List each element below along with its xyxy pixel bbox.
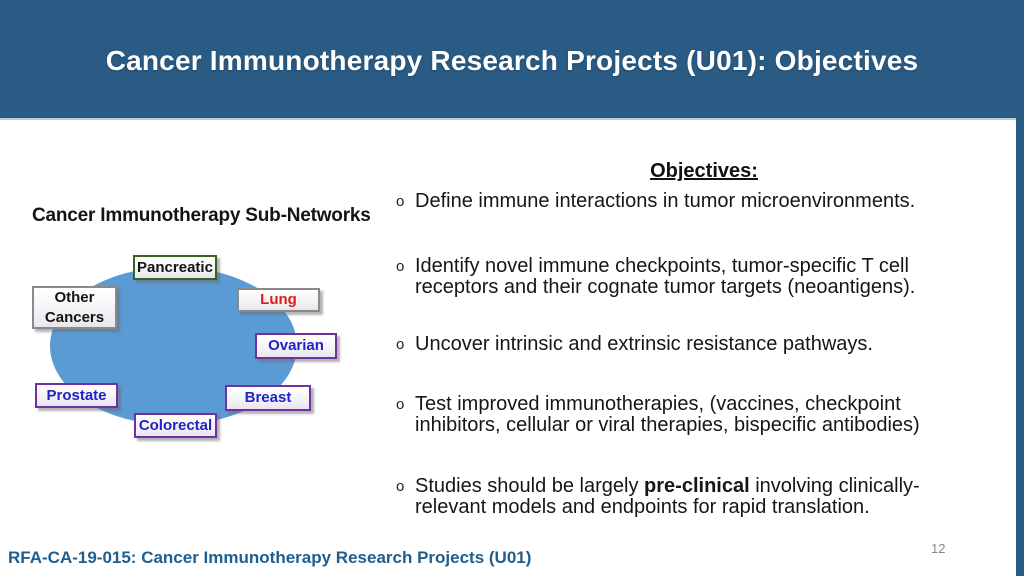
node-lung: Lung [237, 288, 320, 312]
bullet-circle-icon: o [396, 478, 405, 495]
diagram-title: Cancer Immunotherapy Sub-Networks [32, 205, 371, 226]
node-ovarian: Ovarian [255, 333, 337, 359]
node-colorectal: Colorectal [134, 413, 217, 438]
node-pancreatic: Pancreatic [133, 255, 217, 280]
objective-item-5: o Studies should be largely pre-clinical… [396, 476, 1018, 518]
objective-text: Identify novel immune checkpoints, tumor… [415, 255, 909, 277]
objectives-heading: Objectives: [650, 160, 758, 182]
node-other-cancers: Other Cancers [32, 286, 117, 329]
bullet-circle-icon: o [396, 396, 405, 413]
objective-item-1: o Define immune interactions in tumor mi… [396, 191, 1018, 212]
node-prostate: Prostate [35, 383, 118, 408]
objective-item-2: o Identify novel immune checkpoints, tum… [396, 256, 1018, 298]
node-breast: Breast [225, 385, 311, 411]
objective-text: Studies should be largely pre-clinical i… [415, 475, 920, 497]
objective-text: Define immune interactions in tumor micr… [415, 190, 916, 212]
slide-title: Cancer Immunotherapy Research Projects (… [105, 45, 919, 76]
bullet-circle-icon: o [396, 336, 405, 353]
objective-text: Test improved immunotherapies, (vaccines… [415, 393, 901, 415]
bullet-circle-icon: o [396, 258, 405, 275]
right-accent-stripe [1016, 0, 1024, 576]
objective-text: Uncover intrinsic and extrinsic resistan… [415, 333, 873, 355]
footer-rfa-reference: RFA-CA-19-015: Cancer Immunotherapy Rese… [8, 548, 532, 567]
page-number: 12 [931, 541, 946, 556]
objective-text: receptors and their cognate tumor target… [415, 276, 916, 298]
objective-text: inhibitors, cellular or viral therapies,… [415, 414, 920, 436]
bullet-circle-icon: o [396, 193, 405, 210]
objective-text: relevant models and endpoints for rapid … [415, 496, 870, 518]
objective-item-3: o Uncover intrinsic and extrinsic resist… [396, 334, 1018, 355]
objective-item-4: o Test improved immunotherapies, (vaccin… [396, 394, 1018, 436]
slide-header-band: Cancer Immunotherapy Research Projects (… [0, 0, 1024, 120]
